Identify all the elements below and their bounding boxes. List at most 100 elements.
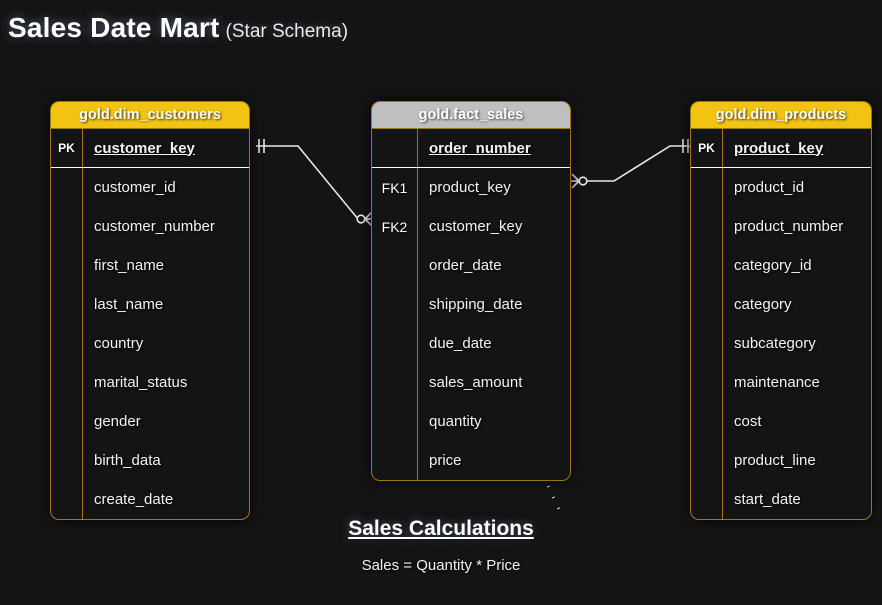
row-field-name: category [734, 296, 792, 313]
entity-dim-customers[interactable]: gold.dim_customers PK customer_key custo… [50, 101, 250, 520]
row-key-label [372, 363, 418, 402]
row-key-label [691, 285, 723, 324]
row-field-name: price [429, 452, 462, 469]
row-field-name: product_key [734, 139, 824, 157]
row-field-name: customer_number [94, 218, 215, 235]
row-field-name: product_id [734, 179, 805, 196]
entity-dim-customers-header: gold.dim_customers [51, 102, 249, 129]
row-field-name: customer_id [94, 179, 176, 196]
sales-calculations-formula: Sales = Quantity * Price [361, 557, 521, 574]
relationship-customers-to-sales [256, 139, 373, 227]
row-key-label [372, 441, 418, 480]
row-key-label [691, 402, 723, 441]
row-key-label: FK2 [372, 207, 418, 246]
table-row[interactable]: product_line [691, 441, 871, 480]
sales-calculations-title: Sales Calculations [348, 517, 534, 540]
table-row[interactable]: PK product_key [691, 129, 871, 168]
table-row[interactable]: FK1 product_key [372, 168, 570, 207]
entity-dim-products-header: gold.dim_products [691, 102, 871, 129]
row-key-label [691, 441, 723, 480]
page-title: Sales Date Mart(Star Schema) [8, 12, 348, 44]
row-key-label [51, 168, 83, 207]
table-row[interactable]: first_name [51, 246, 249, 285]
table-row[interactable]: category [691, 285, 871, 324]
row-key-label [51, 246, 83, 285]
row-field-name: create_date [94, 491, 174, 508]
table-row[interactable]: FK2 customer_key [372, 207, 570, 246]
row-key-label [691, 480, 723, 519]
row-key-label [51, 207, 83, 246]
row-key-label [51, 480, 83, 519]
row-field-name: maintenance [734, 374, 820, 391]
table-row[interactable]: maintenance [691, 363, 871, 402]
row-key-label [51, 402, 83, 441]
row-field-name: product_number [734, 218, 844, 235]
table-row[interactable]: product_number [691, 207, 871, 246]
page-title-subtitle: (Star Schema) [225, 21, 349, 42]
row-field-name: category_id [734, 257, 812, 274]
table-row[interactable]: order_number [372, 129, 570, 168]
page-title-main: Sales Date Mart [8, 12, 220, 43]
row-key-label [51, 363, 83, 402]
entity-fact-sales-fields: order_number FK1 product_key FK2 custome… [372, 129, 570, 480]
row-field-name: product_line [734, 452, 816, 469]
row-field-name: quantity [429, 413, 482, 430]
table-row[interactable]: last_name [51, 285, 249, 324]
row-key-label [691, 207, 723, 246]
row-key-label [691, 363, 723, 402]
entity-fact-sales-header: gold.fact_sales [372, 102, 570, 129]
sales-calculations-note: Sales Calculations Sales = Quantity * Pr… [0, 517, 882, 574]
row-key-label [691, 246, 723, 285]
relationship-products-to-sales [571, 139, 690, 189]
row-field-name: customer_key [429, 218, 523, 235]
row-field-name: country [94, 335, 144, 352]
table-row[interactable]: PK customer_key [51, 129, 249, 168]
table-row[interactable]: customer_number [51, 207, 249, 246]
row-field-name: last_name [94, 296, 164, 313]
table-row[interactable]: gender [51, 402, 249, 441]
row-field-name: cost [734, 413, 762, 430]
table-row[interactable]: birth_data [51, 441, 249, 480]
row-key-label: PK [51, 129, 83, 167]
table-row[interactable]: due_date [372, 324, 570, 363]
row-key-label [372, 324, 418, 363]
table-row[interactable]: marital_status [51, 363, 249, 402]
entity-fact-sales[interactable]: gold.fact_sales order_number FK1 product… [371, 101, 571, 481]
row-key-label [372, 402, 418, 441]
table-row[interactable]: category_id [691, 246, 871, 285]
row-key-label [51, 441, 83, 480]
row-field-name: first_name [94, 257, 165, 274]
row-field-name: start_date [734, 491, 801, 508]
table-row[interactable]: price [372, 441, 570, 480]
row-field-name: product_key [429, 179, 511, 196]
row-key-label [51, 285, 83, 324]
row-key-label [372, 285, 418, 324]
table-row[interactable]: subcategory [691, 324, 871, 363]
row-field-name: order_date [429, 257, 502, 274]
table-row[interactable]: start_date [691, 480, 871, 519]
row-key-label: FK1 [372, 168, 418, 207]
row-field-name: order_number [429, 139, 531, 157]
table-row[interactable]: customer_id [51, 168, 249, 207]
row-field-name: birth_data [94, 452, 161, 469]
table-row[interactable]: cost [691, 402, 871, 441]
table-row[interactable]: country [51, 324, 249, 363]
table-row[interactable]: shipping_date [372, 285, 570, 324]
table-row[interactable]: sales_amount [372, 363, 570, 402]
row-field-name: customer_key [94, 139, 195, 157]
table-row[interactable]: product_id [691, 168, 871, 207]
entity-dim-customers-fields: PK customer_key customer_id customer_num… [51, 129, 249, 519]
table-row[interactable]: create_date [51, 480, 249, 519]
row-field-name: shipping_date [429, 296, 523, 313]
entity-dim-products-fields: PK product_key product_id product_number… [691, 129, 871, 519]
row-field-name: due_date [429, 335, 492, 352]
row-field-name: marital_status [94, 374, 188, 391]
table-row[interactable]: quantity [372, 402, 570, 441]
table-row[interactable]: order_date [372, 246, 570, 285]
row-key-label [372, 129, 418, 167]
row-key-label [51, 324, 83, 363]
row-key-label: PK [691, 129, 723, 167]
row-field-name: subcategory [734, 335, 816, 352]
entity-dim-products[interactable]: gold.dim_products PK product_key product… [690, 101, 872, 520]
